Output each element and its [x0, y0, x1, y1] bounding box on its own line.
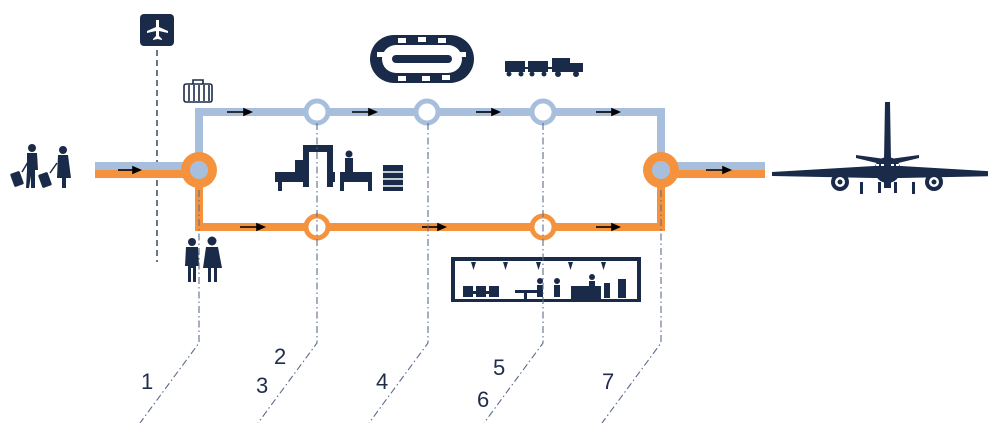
arrow-baggage-1	[227, 107, 254, 117]
node-baggage-2	[303, 98, 331, 126]
arrow-passenger-3	[596, 222, 622, 232]
leader-line-7	[601, 190, 662, 423]
airport-sign-icon	[140, 14, 174, 46]
leader-line-4	[368, 123, 429, 423]
passengers-with-luggage-icon	[10, 144, 71, 188]
arrow-passenger-1	[240, 222, 267, 232]
baggage-cart-icon	[183, 79, 213, 103]
passengers-icon	[185, 236, 222, 282]
step-label-7: 7	[602, 369, 614, 394]
node-checkin	[181, 152, 217, 188]
arrow-baggage-4	[596, 107, 622, 117]
step-label-5: 5	[493, 355, 505, 380]
step-label-3: 3	[256, 373, 268, 398]
arrow-entry	[118, 165, 143, 175]
flow-arrows	[118, 107, 733, 232]
arrow-passenger-2	[422, 222, 448, 232]
security-screening-icon	[275, 145, 403, 191]
arrow-exit	[706, 165, 733, 175]
leader-lines	[139, 123, 662, 423]
step-label-4: 4	[376, 369, 388, 394]
airplane-icon	[772, 102, 988, 194]
baggage-carousel-icon	[370, 35, 474, 83]
leader-line-2	[257, 123, 318, 423]
arrow-baggage-3	[476, 107, 502, 117]
step-label-1: 1	[141, 369, 153, 394]
leader-line-5	[483, 123, 544, 423]
node-arrival-at-aircraft	[643, 152, 679, 188]
leader-line-1	[139, 190, 200, 423]
step-label-2: 2	[274, 344, 286, 369]
step-label-6: 6	[477, 387, 489, 412]
arrow-baggage-2	[352, 107, 379, 117]
baggage-tractor-icon	[505, 58, 583, 77]
departure-lounge-icon	[451, 257, 641, 302]
node-baggage-5	[529, 98, 557, 126]
node-baggage-4	[413, 98, 441, 126]
